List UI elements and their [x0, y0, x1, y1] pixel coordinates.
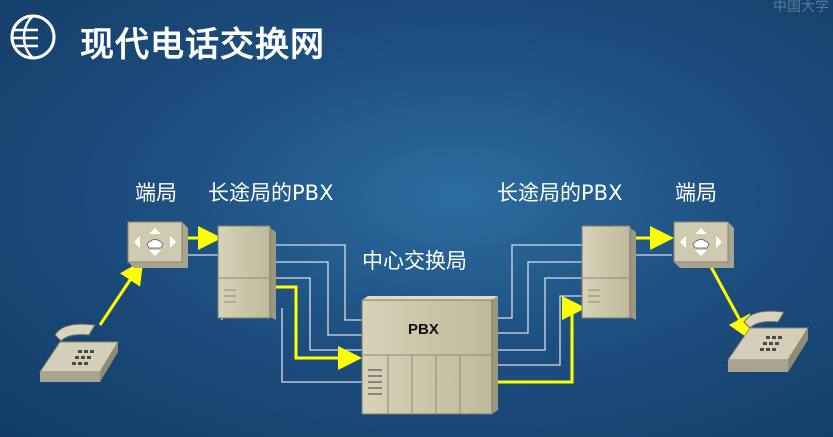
label-left-toll-office: 长途局的PBX	[208, 181, 334, 205]
left-telephone	[39, 323, 119, 382]
active-call-path	[98, 226, 751, 384]
label-right-end-office: 端局	[675, 181, 717, 205]
label-center-office: 中心交换局	[362, 249, 467, 273]
slide-title: 现代电话交换网	[80, 25, 325, 65]
right-end-office-switch	[673, 221, 734, 268]
globe-icon	[10, 14, 56, 60]
center-pbx: PBX	[361, 296, 498, 415]
left-toll-office-pbx	[217, 225, 276, 320]
right-telephone	[727, 310, 809, 372]
pbx-label: PBX	[408, 321, 439, 338]
left-end-office-switch	[127, 221, 188, 268]
label-right-toll-office: 长途局的PBX	[497, 181, 623, 205]
watermark: 中国大学	[773, 0, 829, 15]
right-toll-office-pbx	[581, 225, 636, 320]
label-left-end-office: 端局	[135, 181, 177, 205]
